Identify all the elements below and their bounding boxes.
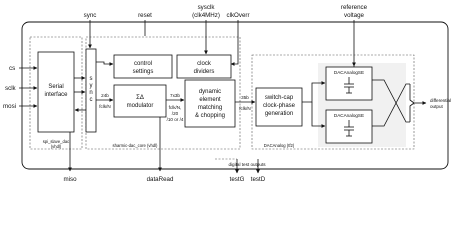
- serial-interface-label-2: interface: [44, 92, 68, 98]
- clock-dividers-label-2: dividers: [194, 69, 215, 75]
- digital-test-outputs-label: digital test outputs: [228, 162, 266, 167]
- reference-label: reference: [341, 4, 368, 11]
- control-settings-block: [113, 54, 173, 79]
- differential-output-label-1: differential: [430, 98, 451, 103]
- switch-cap-label-3: generation: [265, 111, 293, 117]
- clock-dividers-block: [176, 54, 232, 79]
- spi-region: [29, 36, 83, 150]
- dem-chopping-block: [184, 79, 236, 128]
- sclk-signal-label: sclk: [5, 85, 17, 92]
- core-region-label: sharmic-dac_core (vhdl): [113, 143, 159, 148]
- testd-signal-label: testD: [251, 176, 266, 183]
- clkoverr-signal-label: clkOverr: [226, 12, 249, 19]
- bus-7x3b-label: 7x3b: [170, 93, 180, 98]
- dac-bottom-label: DACAnalogSE: [334, 113, 364, 118]
- mosi-signal-label: mosi: [3, 103, 16, 110]
- modulator-sigma-delta: ΣΔ: [136, 95, 144, 101]
- cs-signal-label: cs: [9, 65, 15, 72]
- serial-interface-label-1: Serial: [48, 84, 63, 90]
- dem-label-4: & chopping: [195, 113, 225, 119]
- capacitor-icon-top: [344, 77, 354, 94]
- dem-label-3: matching: [198, 105, 222, 111]
- sync-letter-3: n: [89, 90, 92, 96]
- testg-signal-label: testG: [230, 176, 245, 183]
- sync-letter-2: y: [90, 83, 93, 89]
- dem-label-1: dynamic: [199, 89, 221, 95]
- dataread-signal-label: dataRead: [147, 176, 174, 183]
- fclk-div-label: fclk/N,: [169, 105, 182, 110]
- switch-cap-label-2: clock-phase: [263, 103, 296, 109]
- div-options-label-2: /10 or /4: [167, 117, 184, 122]
- capacitor-icon-bottom: [344, 120, 354, 137]
- voltage-label: voltage: [344, 12, 365, 19]
- sync-letter-1: s: [90, 76, 93, 82]
- miso-signal-label: miso: [63, 176, 77, 183]
- bus-24b-label: 24b: [101, 93, 109, 98]
- sync-block: [85, 48, 97, 133]
- div-options-label-1: /20: [172, 111, 179, 116]
- spi-region-label: spi_slave_dac: [43, 139, 70, 144]
- dem-label-2: element: [199, 97, 221, 103]
- bus-35b-label: 35b: [241, 95, 249, 100]
- dac-top-label: DACAnalogSE: [334, 70, 364, 75]
- reset-signal-label: reset: [138, 12, 152, 19]
- modulator-block: [113, 84, 167, 118]
- control-settings-label-1: control: [134, 61, 152, 67]
- fclk-n-label-1: fclk/N: [99, 104, 110, 109]
- block-diagram: sync reset sysclk (clk4MHz) clkOverr ref…: [3, 4, 451, 183]
- modulator-label: modulator: [127, 103, 154, 109]
- differential-crossover: [372, 79, 415, 127]
- sync-signal-label: sync: [84, 12, 97, 19]
- sysclk-frequency-label: (clk4MHz): [192, 12, 220, 19]
- dac-region: [251, 54, 415, 150]
- spi-region-sublabel: (vhdl): [51, 144, 62, 149]
- fclk-n-label-2: fclk/N: [239, 106, 250, 111]
- sync-letter-4: c: [90, 97, 93, 103]
- differential-output-label-2: output: [430, 104, 443, 109]
- switch-cap-block: [255, 87, 303, 127]
- dac-region-label: DACAnalog (tf2): [264, 143, 295, 148]
- clock-dividers-label-1: clock: [197, 61, 212, 67]
- control-settings-label-2: settings: [133, 69, 154, 75]
- sysclk-signal-label: sysclk: [198, 4, 216, 11]
- switch-cap-label-1: switch-cap: [265, 95, 294, 101]
- chip-boundary: [21, 21, 449, 170]
